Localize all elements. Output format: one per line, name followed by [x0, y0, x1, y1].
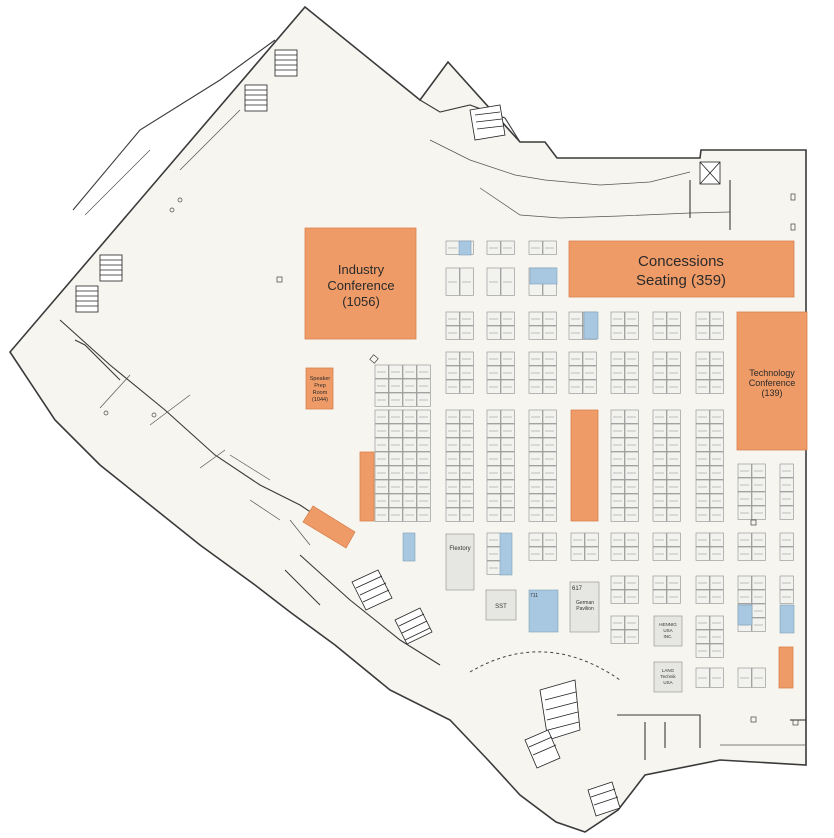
speaker-prep-room-label-line1: Speaker: [310, 376, 331, 382]
stair-south-2: [539, 679, 581, 741]
hennig-label-line1: HENNIG: [659, 622, 677, 627]
booth-highlight[interactable]: [779, 604, 795, 634]
stair-south-3: [524, 729, 561, 769]
registration-arc: [469, 651, 621, 681]
stair-north: [469, 104, 506, 141]
sst-label: SST: [495, 604, 507, 610]
industry-conference-label-line3: (1056): [342, 294, 380, 309]
speaker-prep-room-label-line2: Prep: [314, 383, 326, 389]
booth-highlight[interactable]: [402, 532, 416, 562]
interior-walls: [59, 39, 806, 760]
lang-technik-booth[interactable]: LANG Technik USA: [653, 661, 683, 693]
lang-technik-label-line1: LANG: [662, 668, 675, 673]
stair-west-3: [75, 285, 99, 313]
industry-conference-area[interactable]: Industry Conference (1056): [304, 227, 417, 340]
orange-booth-block-west[interactable]: [359, 451, 375, 522]
booth-highlight[interactable]: [499, 532, 513, 576]
sst-booth[interactable]: SST: [485, 589, 517, 621]
stair-west-2: [99, 254, 123, 282]
stair-south-1: [394, 607, 433, 645]
lang-technik-label-line3: USA: [663, 680, 672, 685]
concessions-seating-label-line2: Seating (359): [636, 272, 726, 289]
hennig-booth[interactable]: HENNIG USA INC.: [653, 615, 683, 647]
stair-south-4: [587, 781, 621, 817]
orange-booth-block-center[interactable]: [570, 409, 599, 522]
booth-highlight[interactable]: [737, 604, 753, 626]
concessions-seating-label-line1: Concessions: [638, 253, 724, 270]
orange-booth-block-southeast[interactable]: [778, 646, 794, 689]
technology-conference-label-line1: Technology: [749, 368, 795, 378]
booth-highlight[interactable]: [529, 267, 558, 285]
booth-617-number: 617: [572, 586, 583, 592]
highlighted-booths: [402, 240, 795, 634]
industry-conference-label-line1: Industry: [338, 262, 385, 277]
technology-conference-label-line2: Conference: [749, 378, 796, 388]
lang-technik-label-line2: Technik: [660, 674, 676, 679]
concessions-seating-area[interactable]: Concessions Seating (359): [568, 240, 795, 298]
booth-highlight[interactable]: [458, 240, 472, 256]
stairs: [75, 49, 721, 817]
booth-711[interactable]: 711: [528, 589, 559, 633]
stair-southwest: [351, 569, 393, 611]
booth-grid: [374, 240, 794, 688]
german-pavilion-label-line1: German: [576, 600, 594, 606]
speaker-prep-room-label-line3: Room: [313, 390, 328, 396]
booth-highlight[interactable]: [583, 311, 599, 340]
orange-lounge-southwest[interactable]: [302, 505, 356, 549]
hennig-label-line2: USA: [663, 628, 672, 633]
column-markers: [103, 193, 799, 726]
speaker-prep-room-label-line4: (1044): [312, 397, 328, 403]
technology-conference-area[interactable]: Technology Conference (139): [736, 311, 808, 451]
stair-northeast: [699, 161, 721, 185]
flextory-booth[interactable]: Flextory: [445, 533, 475, 591]
booth-711-number: 711: [530, 593, 538, 599]
industry-conference-label-line2: Conference: [327, 278, 394, 293]
flextory-label: Flextory: [449, 546, 470, 552]
hennig-label-line3: INC.: [664, 634, 673, 639]
german-pavilion-label-line2: Pavilion: [576, 606, 594, 612]
german-pavilion-booth[interactable]: 617 German Pavilion: [569, 581, 600, 633]
stair-west-1: [244, 84, 268, 112]
speaker-prep-room[interactable]: Speaker Prep Room (1044): [305, 367, 334, 410]
technology-conference-label-line3: (139): [761, 388, 782, 398]
stair-northwest: [274, 49, 298, 77]
